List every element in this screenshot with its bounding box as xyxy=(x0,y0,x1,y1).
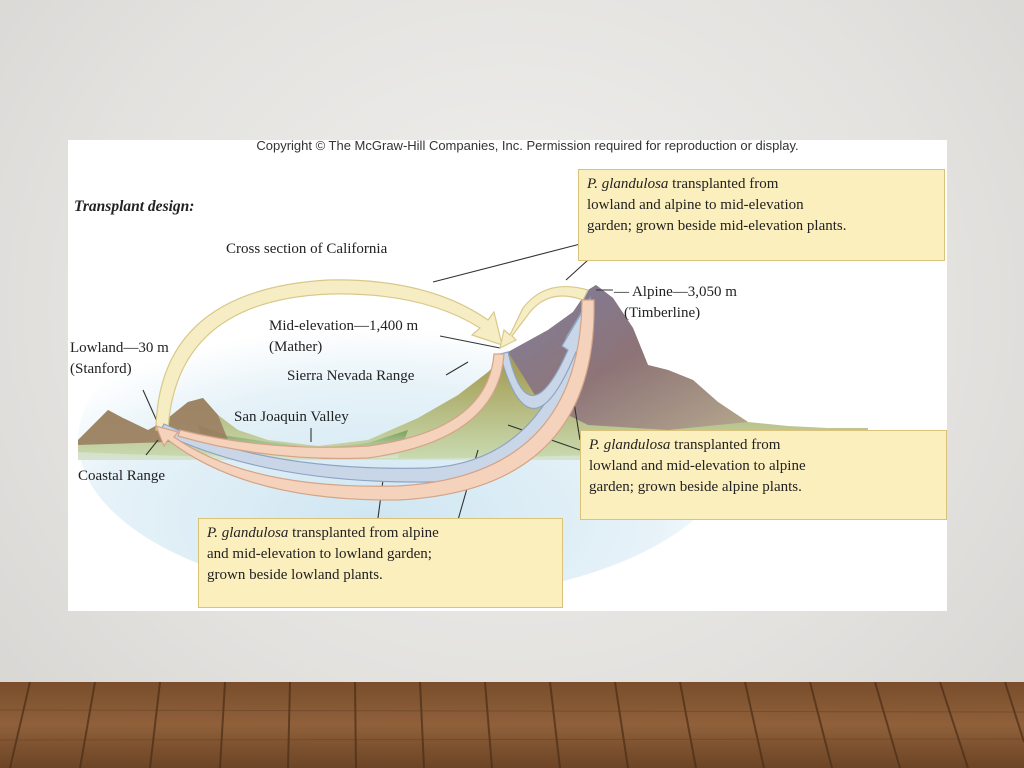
lowland-garden-line1: P. glandulosa transplanted from alpine xyxy=(207,523,554,544)
mid-garden-line1: P. glandulosa transplanted from xyxy=(587,174,936,195)
san-joaquin-label: San Joaquin Valley xyxy=(234,409,349,425)
lowland-label: Lowland—30 m xyxy=(70,340,169,356)
lowland-garden-line2: and mid-elevation to lowland garden; xyxy=(207,546,432,562)
species-name: P. glandulosa xyxy=(207,525,289,541)
alpine-label: — Alpine—3,050 m xyxy=(614,284,737,300)
alpine-garden-callout: P. glandulosa transplanted from lowland … xyxy=(580,430,947,520)
species-name: P. glandulosa xyxy=(589,437,671,453)
coastal-pointer xyxy=(145,439,159,456)
lowland-garden-callout: P. glandulosa transplanted from alpine a… xyxy=(198,518,563,608)
box-mid-pointer xyxy=(432,241,589,283)
mid-garden-line2: lowland and alpine to mid-elevation xyxy=(587,197,804,213)
species-name: P. glandulosa xyxy=(587,176,669,192)
alpine-garden-line1: P. glandulosa transplanted from xyxy=(589,435,938,456)
wood-floor xyxy=(0,682,1024,768)
mid-garden-callout: P. glandulosa transplanted from lowland … xyxy=(578,169,945,261)
alpine-garden-line2: lowland and mid-elevation to alpine xyxy=(589,458,806,474)
alpine-sublabel: (Timberline) xyxy=(624,305,701,321)
mid-elevation-sublabel: (Mather) xyxy=(269,339,323,355)
arrow-alpine-to-lowland xyxy=(154,299,595,501)
transplant-figure: Copyright © The McGraw-Hill Companies, I… xyxy=(68,140,947,611)
alpine-garden-line1-text: transplanted from xyxy=(670,437,781,453)
transplant-design-heading: Transplant design: xyxy=(74,198,195,215)
lowland-sublabel: (Stanford) xyxy=(70,361,132,377)
alpine-label-text: Alpine—3,050 m xyxy=(631,284,737,300)
cross-section-label: Cross section of California xyxy=(226,241,388,257)
arrow-alpine-to-mid xyxy=(499,286,589,350)
mid-garden-line1-text: transplanted from xyxy=(668,176,779,192)
arrow-mid-to-lowland xyxy=(177,353,505,460)
coastal-range-label: Coastal Range xyxy=(78,468,166,484)
arrow-lowland-to-alpine xyxy=(159,295,591,483)
lowland-garden-line3: grown beside lowland plants. xyxy=(207,567,383,583)
lowland-garden-line1-text: transplanted from alpine xyxy=(288,525,439,541)
mid-elevation-label: Mid-elevation—1,400 m xyxy=(269,318,419,334)
mid-pointer xyxy=(439,335,501,349)
sierra-pointer xyxy=(445,361,469,376)
alpine-garden-line3: garden; grown beside alpine plants. xyxy=(589,479,802,495)
copyright-notice: Copyright © The McGraw-Hill Companies, I… xyxy=(256,140,799,153)
mid-garden-line3: garden; grown beside mid-elevation plant… xyxy=(587,218,847,234)
sierra-nevada-label: Sierra Nevada Range xyxy=(287,368,415,384)
box-mid-pointer-2 xyxy=(565,259,589,281)
